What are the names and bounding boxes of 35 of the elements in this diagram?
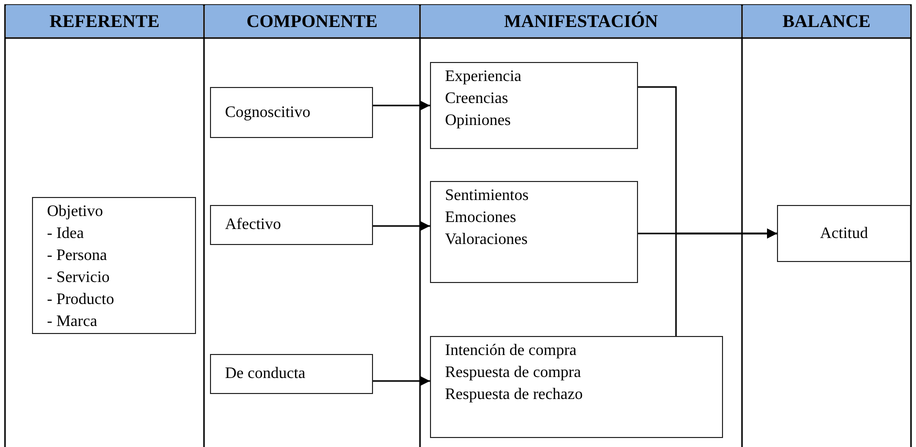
box-text: Emociones [445,208,518,228]
text-box [430,62,638,149]
arrow [373,376,430,386]
text-box [210,354,373,394]
arrow [373,100,430,110]
text-box [210,87,373,138]
column-header: REFERENTE [6,5,203,37]
box-text: - Producto [47,290,116,310]
box-text: Valoraciones [445,230,529,250]
column-header: MANIFESTACIÓN [421,5,741,37]
arrow [675,228,777,336]
column-header: BALANCE [743,5,910,37]
box-text: Respuesta de compra [445,363,582,383]
box-text: - Idea [47,224,85,244]
box-text: Actitud [820,224,868,244]
text-box [777,205,911,262]
box-text: - Persona [47,246,108,266]
box-text: Afectivo [225,215,281,235]
box-text: - Marca [47,312,98,332]
text-box [32,197,196,334]
box-text: Respuesta de rechazo [445,385,584,405]
box-text: Experiencia [445,67,522,87]
box-text: De conducta [225,364,306,384]
box-text: Intención de compra [445,341,578,361]
box-text: Opiniones [445,111,512,131]
box-text: Creencias [445,89,510,109]
box-text: - Servicio [47,268,111,288]
text-box [210,205,373,245]
text-box [430,336,723,438]
box-text: Objetivo [47,202,104,222]
column-header: COMPONENTE [205,5,419,37]
box-text: Cognoscitivo [225,102,310,122]
text-box [430,181,638,283]
box-text: Sentimientos [445,186,530,206]
arrow [373,221,430,231]
